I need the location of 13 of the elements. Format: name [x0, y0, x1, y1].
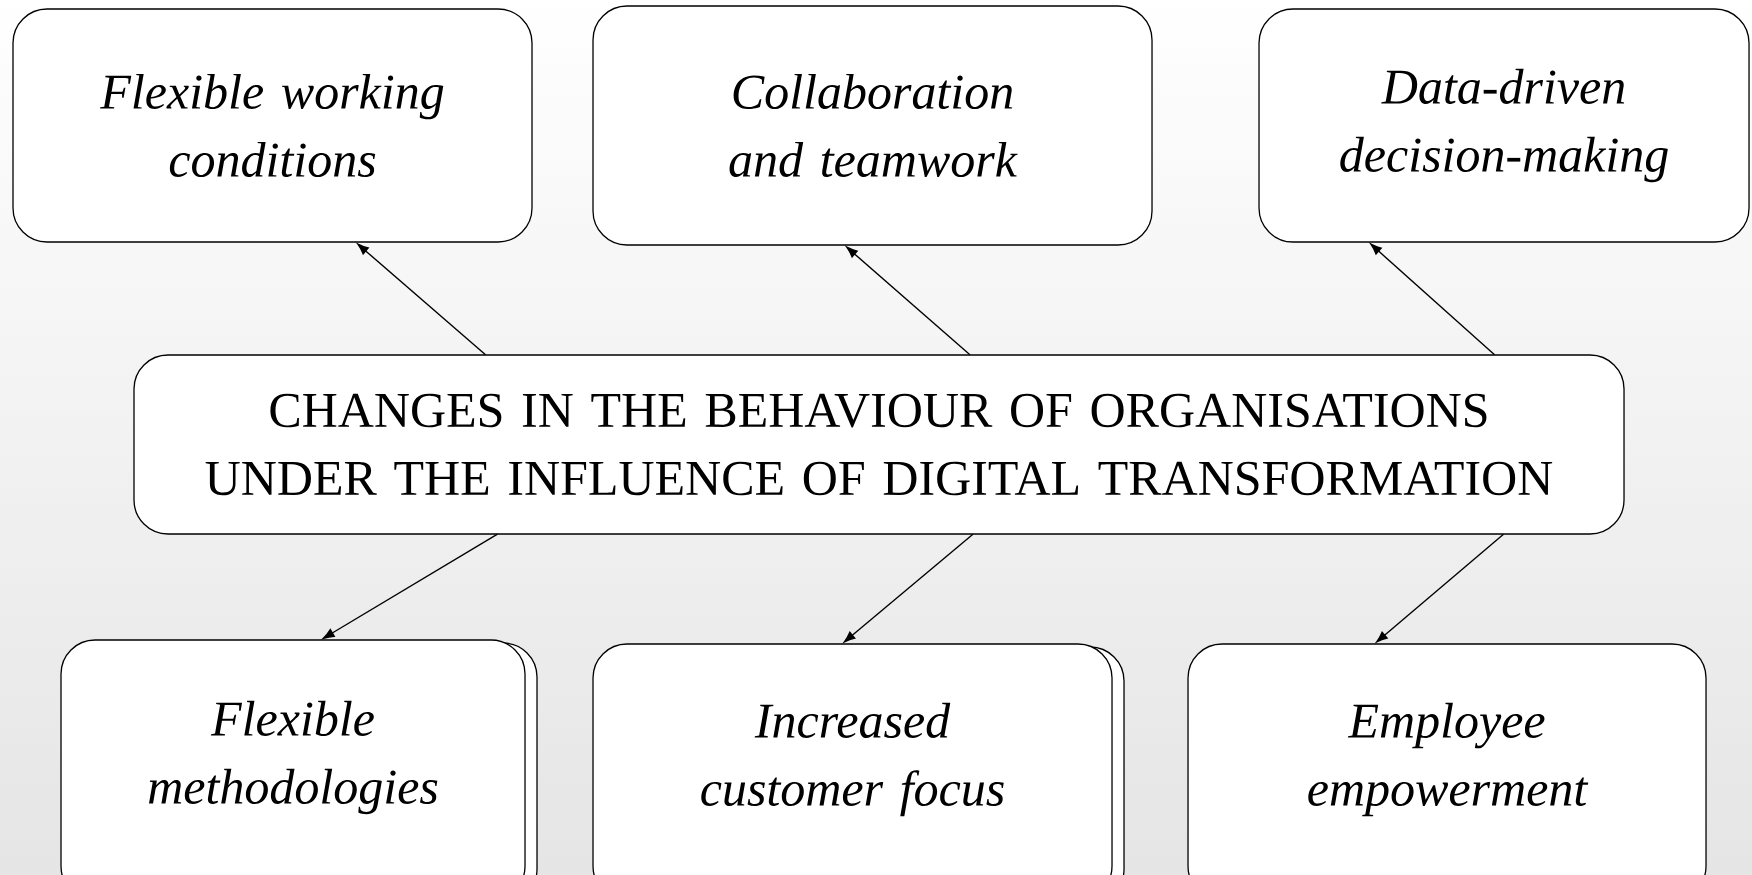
- stacked-box: Flexible methodologies: [60, 639, 538, 875]
- rounded-box: Flexible working conditions: [12, 8, 533, 243]
- stacked-box: Increased customer focus: [592, 643, 1125, 875]
- rounded-box: CHANGES IN THE BEHAVIOUR OF ORGANISATIONS UNDER THE INFLUENCE OF DIGITAL TRANSFORMATION: [133, 354, 1625, 535]
- arrow: [357, 243, 487, 356]
- arrow: [1370, 243, 1496, 356]
- arrow: [843, 533, 974, 643]
- rounded-box: Data-driven decision-making: [1258, 8, 1750, 243]
- arrow: [1376, 533, 1505, 643]
- rounded-box: Employee empowerment: [1187, 643, 1707, 875]
- arrow: [322, 533, 499, 639]
- arrow: [846, 246, 971, 356]
- rounded-box: Collaboration and teamwork: [592, 5, 1153, 246]
